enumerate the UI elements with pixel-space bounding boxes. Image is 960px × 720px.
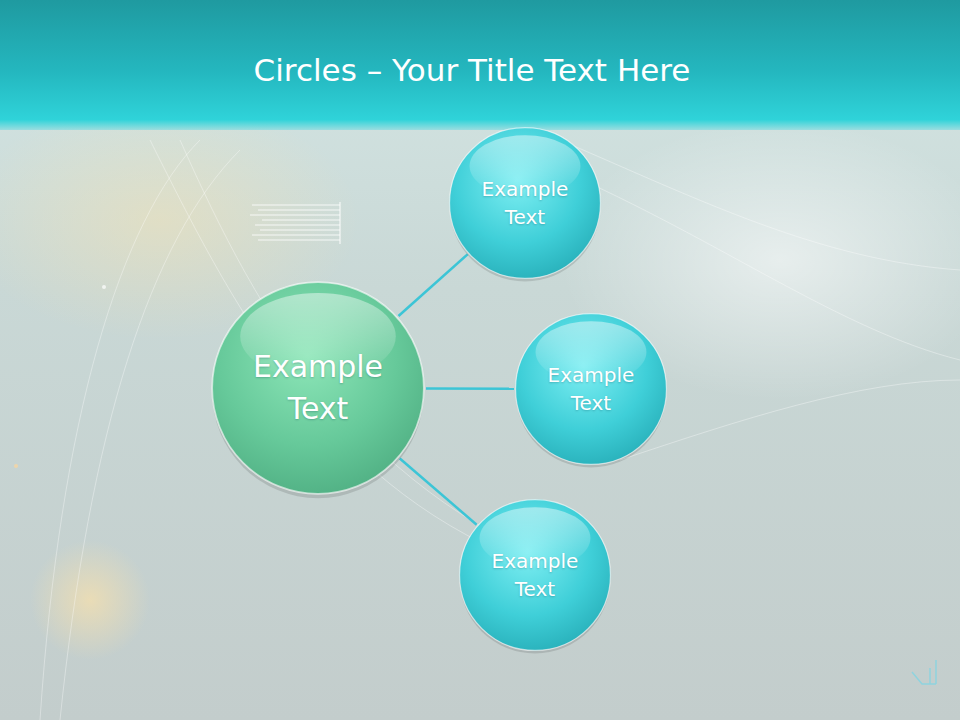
connector-stroke xyxy=(399,254,468,316)
connector-stroke xyxy=(426,387,514,390)
slide-title: Circles – Your Title Text Here xyxy=(0,52,944,88)
circle-label: Example Text xyxy=(474,175,576,231)
connector-line xyxy=(400,459,477,525)
circle-shape xyxy=(448,126,602,280)
circle-shape xyxy=(210,280,426,496)
hub-circle: Example Text xyxy=(210,280,426,496)
circle-shape xyxy=(514,312,668,466)
circle-label: Example Text xyxy=(484,547,586,603)
circle-label: Example Text xyxy=(540,361,642,417)
connector-line xyxy=(399,254,468,316)
connector-line xyxy=(426,388,514,389)
circle-shape xyxy=(458,498,612,652)
circle-label: Example Text xyxy=(247,346,390,430)
satellite-circle: Example Text xyxy=(448,126,602,280)
satellite-circle: Example Text xyxy=(458,498,612,652)
connector-stroke xyxy=(400,459,477,525)
satellite-circle: Example Text xyxy=(514,312,668,466)
